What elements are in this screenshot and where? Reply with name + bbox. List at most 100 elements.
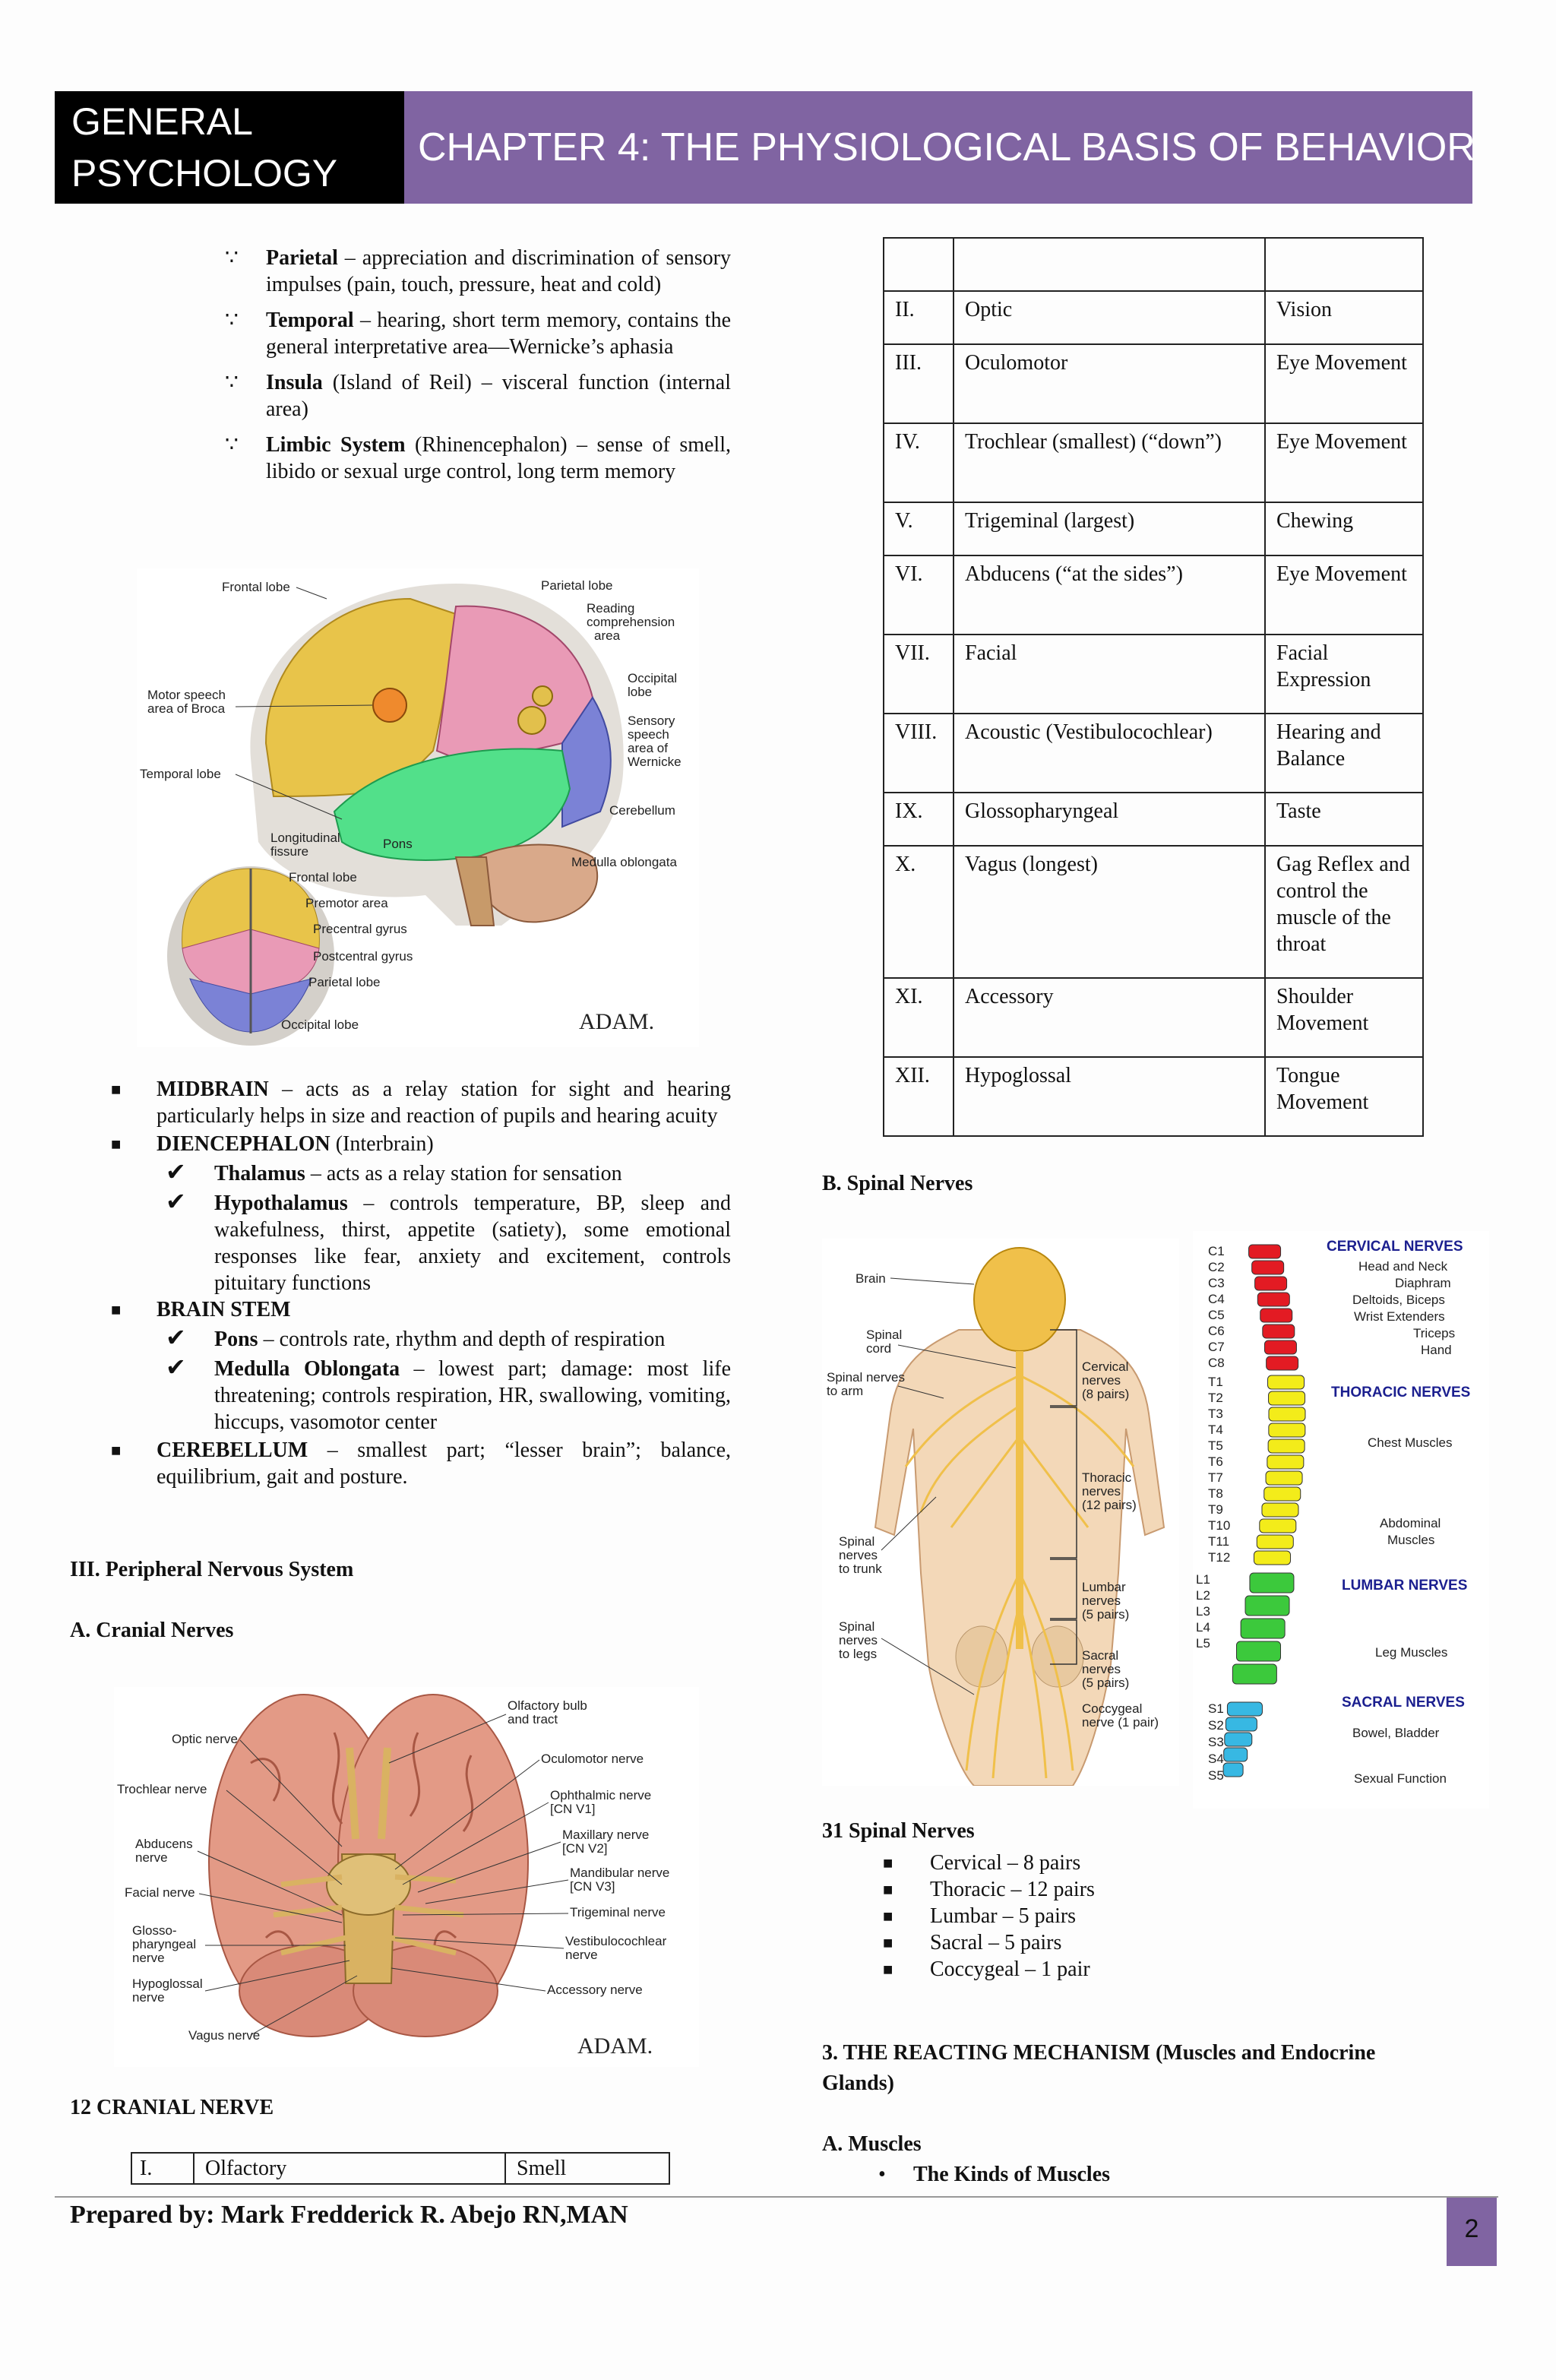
svg-text:Temporal lobe: Temporal lobe — [140, 767, 221, 781]
svg-text:Spinal: Spinal — [839, 1619, 874, 1634]
svg-text:cord: cord — [866, 1341, 891, 1356]
spine-level-label: C5 — [1208, 1308, 1225, 1322]
spine-level-label: C8 — [1208, 1356, 1225, 1370]
vertebra — [1267, 1375, 1305, 1390]
table-row: VI.Abducens (“at the sides”)Eye Movement — [883, 555, 1424, 635]
svg-text:Abdominal: Abdominal — [1380, 1516, 1441, 1530]
svg-text:SACRAL NERVES: SACRAL NERVES — [1342, 1695, 1465, 1711]
cerebellum-shape — [470, 843, 599, 923]
svg-text:(5 pairs): (5 pairs) — [1082, 1607, 1129, 1622]
spine-level-label: C3 — [1208, 1276, 1225, 1290]
table-cell: I. — [131, 2152, 194, 2185]
spine-level-label: L5 — [1196, 1636, 1210, 1650]
vertebra — [1254, 1276, 1288, 1291]
svg-text:Pons: Pons — [383, 837, 413, 851]
table-cell: Olfactory — [193, 2152, 506, 2185]
svg-text:Spinal nerves: Spinal nerves — [827, 1370, 905, 1385]
table-row: IV.Trochlear (smallest) (“down”)Eye Move… — [883, 423, 1424, 503]
header-chapter-title: CHAPTER 4: THE PHYSIOLOGICAL BASIS OF BE… — [404, 91, 1475, 204]
svg-text:Reading: Reading — [587, 601, 634, 616]
vertebra — [1244, 1595, 1290, 1616]
spine-level-label: S2 — [1208, 1718, 1224, 1733]
section-heading-31-spinal: 31 Spinal Nerves — [822, 1819, 975, 1843]
svg-text:Occipital: Occipital — [628, 671, 677, 685]
spinal-nerve-list: ■Cervical – 8 pairs ■Thoracic – 12 pairs… — [822, 1850, 1354, 1983]
svg-text:Parietal lobe: Parietal lobe — [541, 578, 613, 593]
svg-text:nerves: nerves — [1082, 1373, 1121, 1388]
svg-text:area of: area of — [628, 741, 668, 755]
svg-text:area: area — [594, 628, 621, 643]
svg-text:nerves: nerves — [1082, 1484, 1121, 1499]
svg-text:Muscles: Muscles — [1387, 1533, 1434, 1547]
spine-level-label: T5 — [1208, 1438, 1223, 1453]
list-item-diencephalon: ■DIENCEPHALON (Interbrain) — [111, 1132, 434, 1156]
list-item: ■Lumbar – 5 pairs — [883, 1904, 1077, 1928]
svg-text:Mandibular nerve: Mandibular nerve — [570, 1866, 669, 1880]
section-heading-muscles: A. Muscles — [822, 2132, 922, 2156]
table-row: X.Vagus (longest)Gag Reflex and control … — [883, 845, 1424, 979]
svg-text:Deltoids, Biceps: Deltoids, Biceps — [1352, 1293, 1445, 1307]
lobe-list: ∵Parietal – appreciation and discriminat… — [222, 245, 731, 494]
svg-text:pharyngeal: pharyngeal — [132, 1937, 196, 1951]
svg-text:Postcentral gyrus: Postcentral gyrus — [313, 949, 413, 964]
svg-text:Precentral gyrus: Precentral gyrus — [313, 922, 407, 936]
check-icon: ✔ — [166, 1188, 186, 1215]
check-icon: ✔ — [166, 1158, 186, 1185]
brain-lobes-figure: Frontal lobe Parietal lobe Reading compr… — [137, 568, 699, 1047]
list-item-kinds-of-muscles: •The Kinds of Muscles — [878, 2163, 1111, 2186]
spine-level-label: S3 — [1208, 1735, 1224, 1749]
vertebra — [1226, 1701, 1263, 1717]
temporal-lobe-shape — [333, 748, 571, 861]
spinal-nerves-figure: Brain Spinal cord Spinal nerves to arm S… — [822, 1239, 1179, 1786]
svg-text:THORACIC NERVES: THORACIC NERVES — [1331, 1385, 1470, 1400]
svg-text:comprehension: comprehension — [587, 615, 675, 629]
section-heading-12-cranial: 12 CRANIAL NERVE — [70, 2096, 274, 2119]
because-symbol: ∵ — [225, 433, 239, 457]
svg-text:speech: speech — [628, 727, 669, 742]
svg-text:nerve: nerve — [565, 1948, 598, 1962]
svg-text:and tract: and tract — [508, 1712, 558, 1726]
vertebra — [1268, 1391, 1306, 1406]
spine-level-label: S1 — [1208, 1701, 1224, 1716]
vertebra — [1223, 1747, 1248, 1762]
svg-text:nerves: nerves — [839, 1633, 878, 1647]
vertebra — [1268, 1423, 1306, 1438]
svg-text:Spinal: Spinal — [839, 1534, 874, 1549]
svg-text:Accessory nerve: Accessory nerve — [547, 1983, 643, 1997]
vertebra — [1259, 1518, 1297, 1533]
adam-logo: ADAM. — [577, 2033, 653, 2059]
svg-text:to arm: to arm — [827, 1384, 863, 1398]
square-bullet: ■ — [111, 1135, 122, 1154]
vertebra — [1232, 1663, 1277, 1685]
svg-text:Cerebellum: Cerebellum — [609, 803, 675, 818]
svg-text:Olfactory bulb: Olfactory bulb — [508, 1698, 587, 1713]
list-item: ■Thoracic – 12 pairs — [883, 1878, 1095, 1901]
list-item: ■Cervical – 8 pairs — [883, 1851, 1081, 1875]
spine-level-label: T12 — [1208, 1550, 1230, 1565]
list-item-brainstem: ■BRAIN STEM — [111, 1298, 291, 1321]
table-cell: Smell — [504, 2152, 670, 2185]
svg-text:Leg Muscles: Leg Muscles — [1375, 1645, 1447, 1660]
svg-text:[CN V2]: [CN V2] — [562, 1841, 608, 1856]
svg-text:Facial nerve: Facial nerve — [125, 1885, 195, 1900]
spine-level-label: C4 — [1208, 1292, 1225, 1306]
svg-text:Spinal: Spinal — [866, 1328, 902, 1342]
svg-text:area of Broca: area of Broca — [147, 701, 226, 716]
svg-text:Sensory: Sensory — [628, 714, 675, 728]
svg-text:to legs: to legs — [839, 1647, 877, 1661]
spine-level-label: T11 — [1208, 1534, 1229, 1549]
table-row — [883, 237, 1424, 292]
svg-text:Ophthalmic nerve: Ophthalmic nerve — [550, 1788, 651, 1802]
footer-divider — [55, 2196, 1498, 2198]
because-symbol: ∵ — [225, 371, 239, 394]
svg-text:Bowel, Bladder: Bowel, Bladder — [1352, 1726, 1440, 1740]
svg-text:Coccygeal: Coccygeal — [1082, 1701, 1142, 1716]
spine-level-label: C6 — [1208, 1324, 1225, 1338]
list-item-medulla: ✔Medulla Oblongata – lowest part; damage… — [166, 1353, 731, 1435]
list-item-midbrain: ■MIDBRAIN – acts as a relay station for … — [111, 1078, 731, 1128]
svg-text:Head and Neck: Head and Neck — [1358, 1259, 1448, 1274]
spine-level-label: T9 — [1208, 1502, 1223, 1517]
